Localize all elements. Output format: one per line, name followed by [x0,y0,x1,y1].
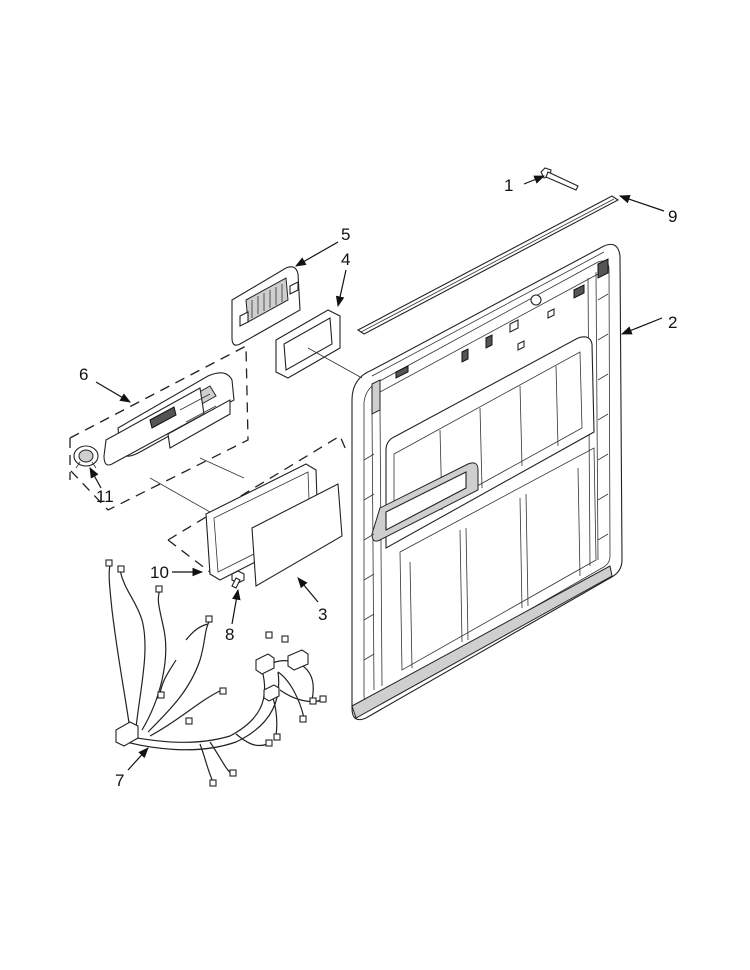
control-board-cover [251,483,343,587]
wire-harness [105,559,327,787]
callout-5: 5 [341,225,350,244]
control-board-boundary [167,435,347,573]
leader-7 [127,747,149,771]
knob [73,445,99,469]
leader-4 [335,269,347,308]
callout-10: 10 [150,563,169,582]
callout-9: 9 [668,207,677,226]
control-housing [103,372,235,466]
leader-9 [618,195,665,212]
leader-lines [89,175,665,771]
callout-labels: 1 2 3 4 5 6 7 8 9 10 11 [79,176,677,790]
leader-1 [523,175,546,185]
callout-11: 11 [96,487,114,506]
leader-8 [231,588,241,625]
gasket [275,309,341,379]
screw-1 [540,167,579,191]
leader-11 [89,467,102,489]
callout-2: 2 [668,313,677,332]
leader-6 [95,381,131,403]
gasket-guide-line [307,347,363,379]
callout-6: 6 [79,365,88,384]
callout-7: 7 [115,771,124,790]
door-trim-strip [356,195,620,335]
screw-8 [231,570,245,589]
housing-guide-line-2 [149,477,211,513]
leader-3 [297,577,319,603]
callout-4: 4 [341,250,350,269]
callout-8: 8 [225,625,234,644]
callout-1: 1 [504,176,513,195]
inner-door-panel [351,243,623,721]
housing-guide-line [199,457,245,479]
leader-2 [620,317,663,335]
control-assembly-boundary [69,344,249,511]
callout-3: 3 [318,605,327,624]
leader-5 [295,241,339,267]
dispenser-vent [231,266,301,346]
